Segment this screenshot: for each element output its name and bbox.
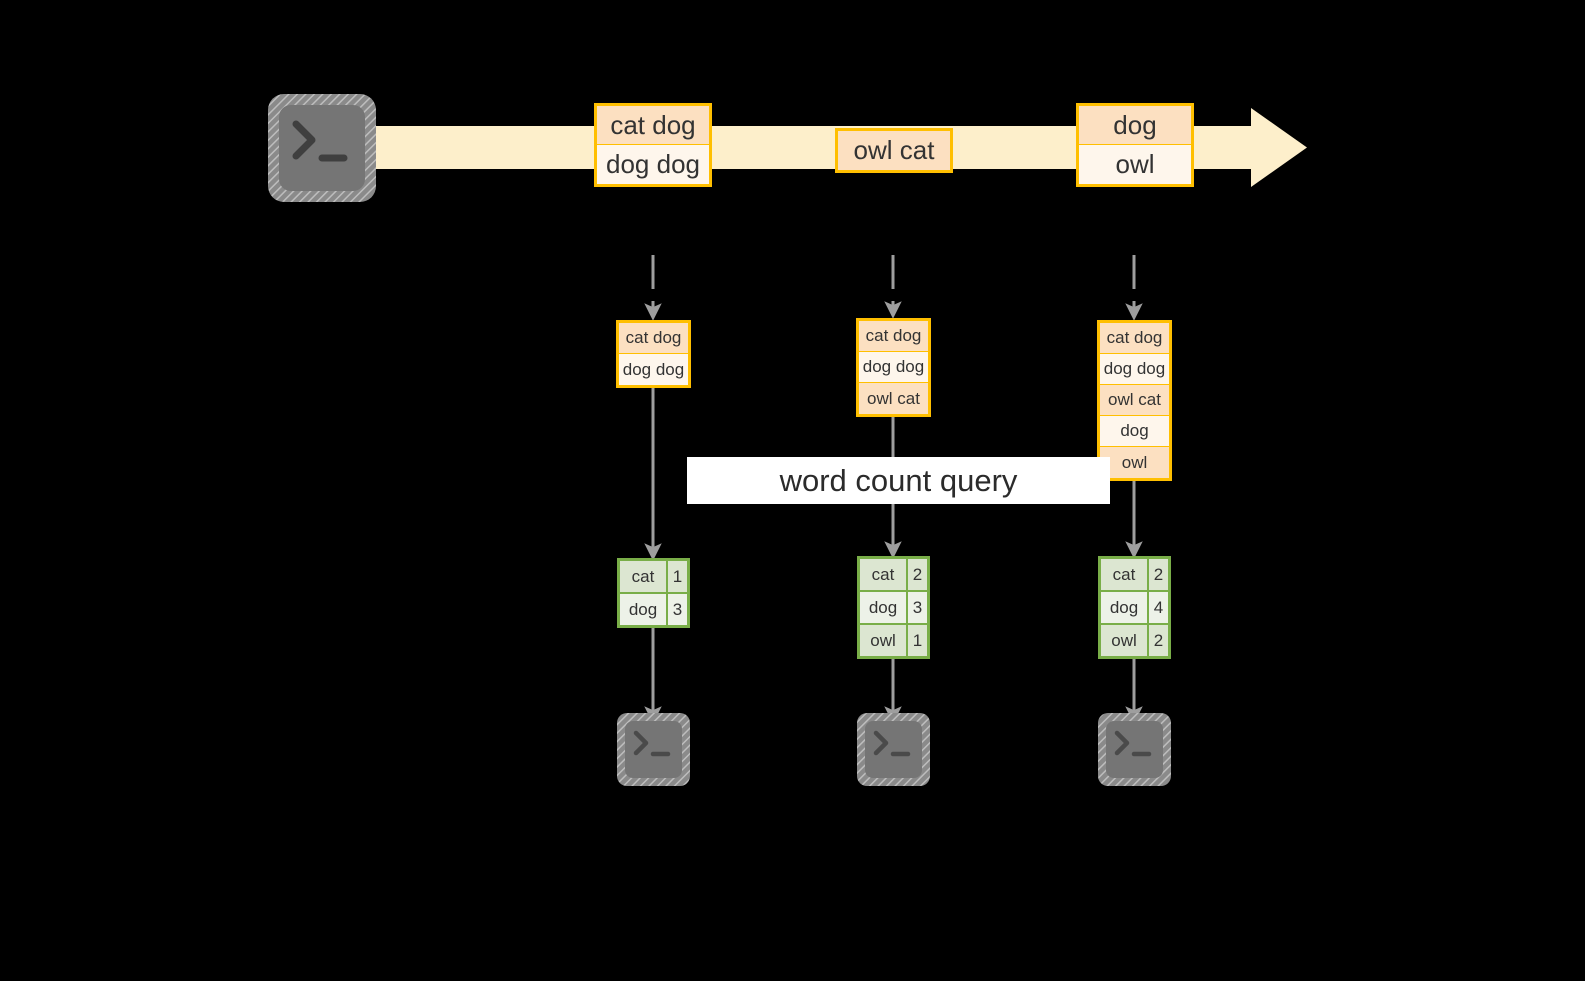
sink-terminal-icon-1: [617, 713, 690, 786]
result-word: dog: [1101, 592, 1149, 623]
snapshot-input-line: dog dog: [619, 354, 688, 385]
stream-event-line: cat dog: [597, 106, 709, 145]
result-count: 1: [908, 625, 927, 656]
result-count: 3: [908, 592, 927, 623]
snapshot-input-line: dog dog: [859, 352, 928, 383]
stream-event-line: owl cat: [838, 131, 950, 170]
sink-terminal-icon-2: [857, 713, 930, 786]
result-row: owl 2: [1101, 625, 1168, 656]
stream-to-snapshot-connectors: [644, 255, 1143, 321]
result-table-1[interactable]: cat 1 dog 3: [617, 558, 690, 628]
result-count: 3: [668, 594, 687, 625]
snapshot-input-line: cat dog: [619, 323, 688, 354]
query-label: word count query: [687, 457, 1110, 504]
snapshot-input-line: owl cat: [1100, 385, 1169, 416]
result-table-3[interactable]: cat 2 dog 4 owl 2: [1098, 556, 1171, 659]
result-count: 2: [1149, 559, 1168, 590]
result-word: owl: [860, 625, 908, 656]
result-word: dog: [860, 592, 908, 623]
snapshot-input-2[interactable]: cat dog dog dog owl cat: [856, 318, 931, 417]
result-count: 2: [1149, 625, 1168, 656]
result-word: cat: [1101, 559, 1149, 590]
result-to-sink-connectors: [644, 622, 1143, 724]
snapshot-input-line: dog dog: [1100, 354, 1169, 385]
stream-event-3[interactable]: dog owl: [1076, 103, 1194, 187]
result-word: cat: [620, 561, 668, 592]
result-count: 4: [1149, 592, 1168, 623]
result-word: owl: [1101, 625, 1149, 656]
snapshot-input-1[interactable]: cat dog dog dog: [616, 320, 691, 388]
snapshot-input-line: cat dog: [859, 321, 928, 352]
result-row: dog 4: [1101, 592, 1168, 625]
result-row: dog 3: [620, 594, 687, 625]
stream-event-line: dog: [1079, 106, 1191, 145]
result-row: dog 3: [860, 592, 927, 625]
source-terminal-icon: [268, 94, 376, 202]
result-word: cat: [860, 559, 908, 590]
result-word: dog: [620, 594, 668, 625]
stream-event-line: owl: [1079, 145, 1191, 184]
result-row: cat 2: [860, 559, 927, 592]
snapshot-input-line: owl cat: [859, 383, 928, 414]
result-count: 1: [668, 561, 687, 592]
result-row: cat 1: [620, 561, 687, 594]
stream-event-1[interactable]: cat dog dog dog: [594, 103, 712, 187]
result-row: cat 2: [1101, 559, 1168, 592]
stream-event-2[interactable]: owl cat: [835, 128, 953, 173]
result-row: owl 1: [860, 625, 927, 656]
snapshot-input-line: owl: [1100, 447, 1169, 478]
result-count: 2: [908, 559, 927, 590]
snapshot-input-line: dog: [1100, 416, 1169, 447]
snapshot-input-line: cat dog: [1100, 323, 1169, 354]
result-table-2[interactable]: cat 2 dog 3 owl 1: [857, 556, 930, 659]
stream-event-line: dog dog: [597, 145, 709, 184]
query-label-text: word count query: [779, 462, 1018, 498]
sink-terminal-icon-3: [1098, 713, 1171, 786]
snapshot-input-3[interactable]: cat dog dog dog owl cat dog owl: [1097, 320, 1172, 481]
